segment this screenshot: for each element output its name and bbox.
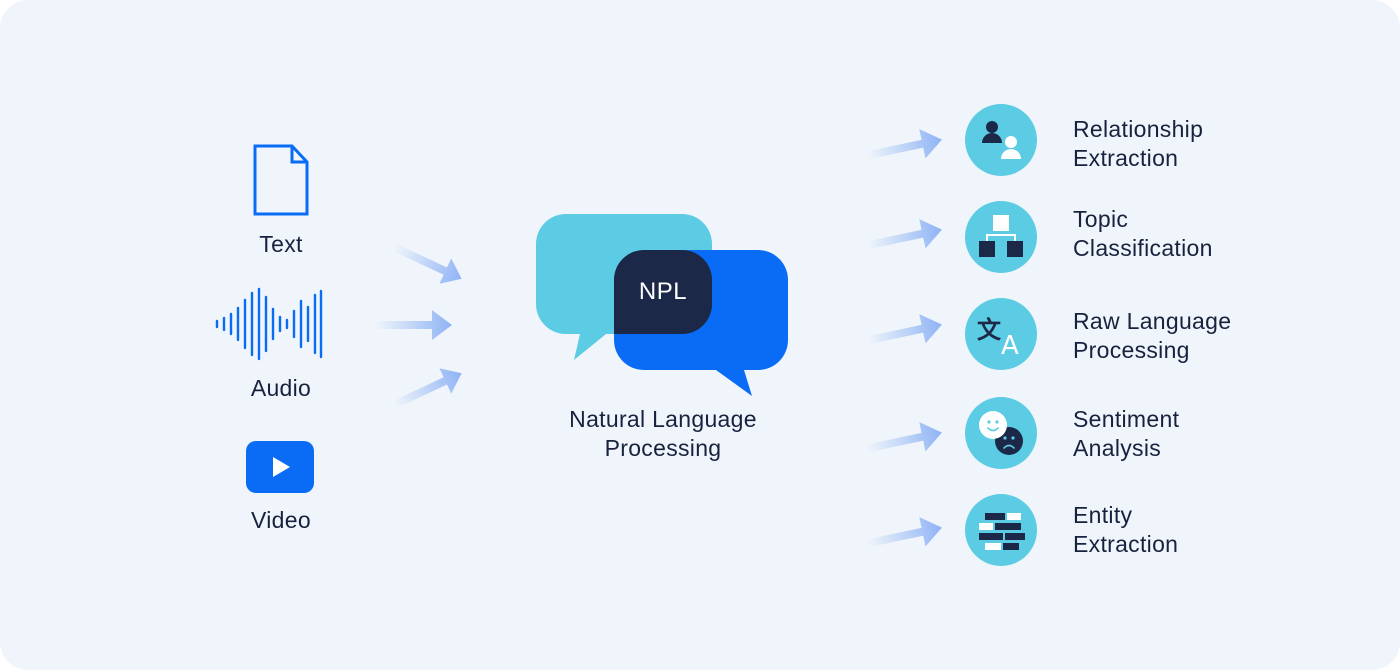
- output-label-line2: Classification: [1073, 235, 1213, 261]
- output-label-line2: Analysis: [1073, 435, 1162, 461]
- input-label-video: Video: [251, 507, 311, 533]
- arrow-icon: [866, 129, 942, 160]
- output-arrows: [866, 129, 942, 548]
- translate-icon: 文 A: [977, 316, 1019, 361]
- hierarchy-icon: [979, 215, 1023, 257]
- arrow-icon: [392, 368, 462, 409]
- arrow-icon: [376, 310, 452, 340]
- output-label-line2: Extraction: [1073, 145, 1179, 171]
- output-label-line1: Relationship: [1073, 116, 1204, 142]
- npl-badge-text: NPL: [638, 278, 688, 305]
- emoji-faces-icon: [979, 411, 1023, 455]
- output-label-line1: Sentiment: [1073, 406, 1180, 432]
- center-label-line2: Processing: [604, 435, 722, 461]
- people-icon: [982, 121, 1021, 159]
- arrow-icon: [866, 517, 942, 548]
- arrow-icon: [392, 243, 462, 284]
- input-arrows: [376, 243, 462, 409]
- output-label-line2: Processing: [1073, 337, 1190, 363]
- arrow-icon: [866, 314, 942, 345]
- output-label-line1: Entity: [1073, 502, 1133, 528]
- svg-text:A: A: [1001, 331, 1019, 361]
- input-label-audio: Audio: [250, 375, 312, 401]
- play-icon: [246, 441, 314, 493]
- document-icon: [253, 144, 309, 216]
- arrow-icon: [866, 219, 942, 250]
- output-label-line1: Topic: [1073, 206, 1129, 232]
- arrow-icon: [866, 422, 942, 453]
- output-label-line1: Raw Language: [1073, 308, 1232, 334]
- output-circle-topic: [965, 201, 1037, 273]
- speech-bubbles-icon: [536, 214, 788, 396]
- output-label-line2: Extraction: [1073, 531, 1179, 557]
- center-label-line1: Natural Language: [569, 406, 757, 432]
- output-circle-sentiment: [965, 397, 1037, 469]
- output-circle-raw-language: 文 A: [965, 298, 1037, 370]
- output-circle-relationship: [965, 104, 1037, 176]
- input-label-text: Text: [259, 231, 303, 257]
- svg-text:文: 文: [977, 316, 1002, 344]
- sound-wave-icon: [215, 287, 323, 361]
- output-circle-entity: [965, 494, 1037, 566]
- blocks-icon: [979, 513, 1025, 550]
